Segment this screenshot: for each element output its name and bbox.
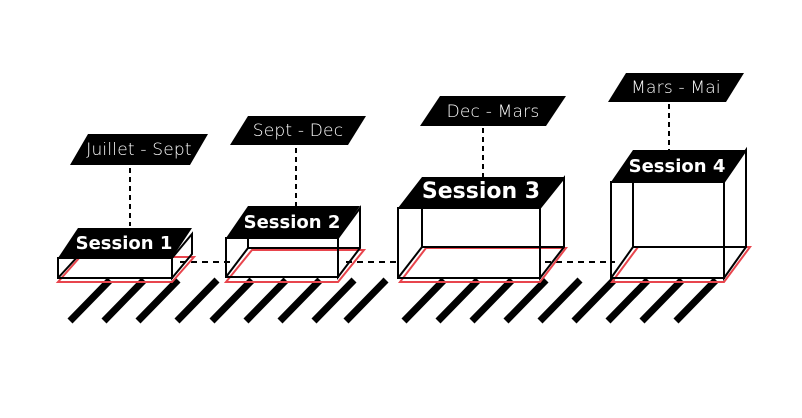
period-tag-1-label: Juillet - Sept: [86, 140, 192, 160]
ground-stripe: [537, 277, 583, 324]
period-tag-2-label: Sept - Dec: [253, 121, 344, 141]
ground-stripe: [639, 277, 685, 324]
session-3-floor: [397, 247, 569, 283]
session-1-title: Session 1: [76, 233, 173, 254]
ground-stripes: [67, 277, 719, 324]
ground-stripe: [67, 277, 113, 324]
ground-stripe: [401, 277, 447, 324]
session-1-box: Session 1: [55, 228, 197, 283]
ground-stripe: [343, 277, 389, 324]
ground-stripe: [503, 277, 549, 324]
ground-stripe: [435, 277, 481, 324]
period-tag-3-label: Dec - Mars: [447, 102, 540, 122]
period-tag-4: Mars - Mai: [608, 73, 744, 102]
period-tag-2: Sept - Dec: [230, 116, 366, 145]
ground-stripe: [243, 277, 289, 324]
session-3-box: Session 3: [397, 175, 569, 283]
session-4-box: Session 4: [610, 146, 752, 283]
session-4-title: Session 4: [629, 156, 726, 177]
ground-stripe: [605, 277, 651, 324]
period-tag-4-label: Mars - Mai: [631, 78, 721, 98]
ground-stripe: [174, 277, 220, 324]
tag-connectors: [129, 104, 670, 226]
ground-stripe: [277, 277, 323, 324]
ground-stripe: [571, 277, 617, 324]
session-1-floor: [55, 256, 197, 283]
session-1-lid: [58, 228, 192, 258]
session-2-floor: [223, 249, 367, 283]
ground-stripe: [101, 277, 147, 324]
session-3-lid: [398, 177, 564, 208]
ground-stripe: [469, 277, 515, 324]
session-3-title: Session 3: [422, 179, 540, 204]
ground-stripe: [209, 277, 255, 324]
session-2-box: Session 2: [223, 204, 367, 283]
session-4-lid: [611, 150, 746, 182]
session-4-floor: [610, 246, 752, 283]
ground-stripe: [135, 277, 181, 324]
period-tag-1: Juillet - Sept: [70, 134, 208, 165]
ground-stripe: [311, 277, 357, 324]
session-2-title: Session 2: [244, 212, 341, 233]
ground-stripe: [673, 277, 719, 324]
session-2-lid: [226, 206, 360, 238]
period-tag-3: Dec - Mars: [420, 96, 566, 126]
